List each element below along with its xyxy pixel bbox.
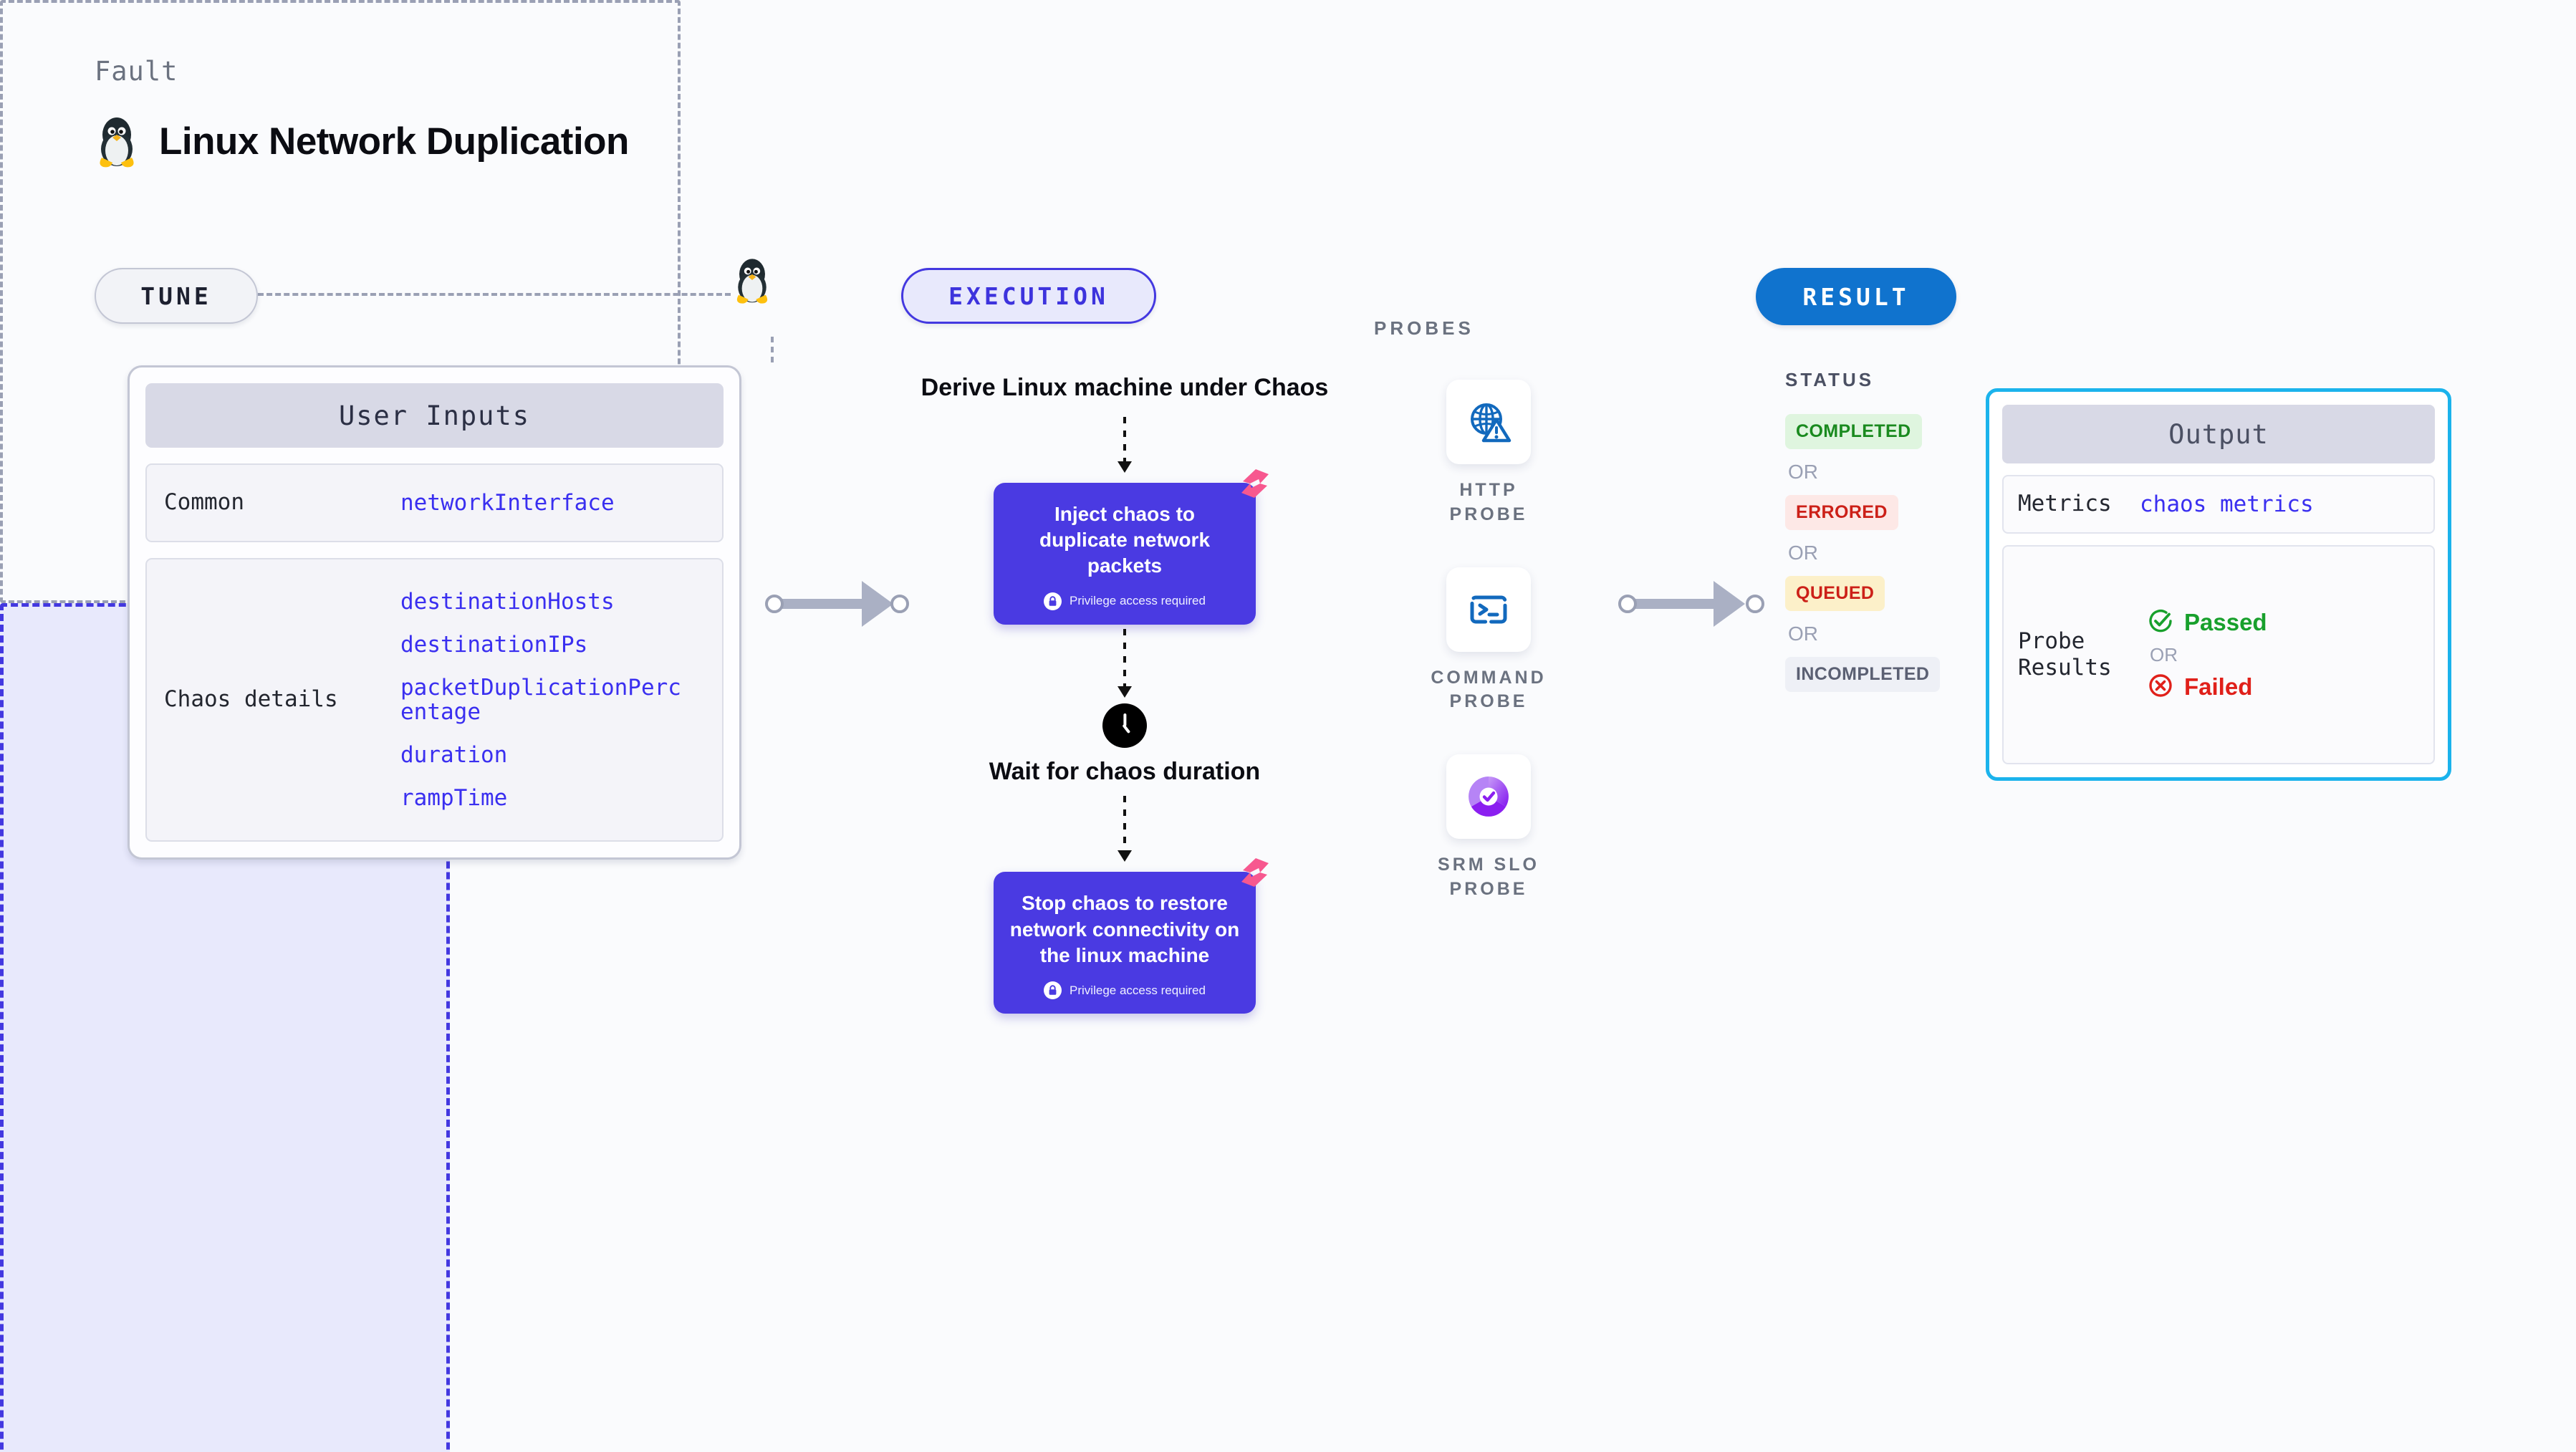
linux-penguin-badge-icon <box>732 255 772 305</box>
input-param[interactable]: rampTime <box>400 785 508 812</box>
passed-label: Passed <box>2184 609 2267 635</box>
input-param[interactable]: destinationIPs <box>400 631 588 658</box>
execution-step-title: Derive Linux machine under Chaos <box>921 374 1329 401</box>
input-param[interactable]: destinationHosts <box>400 588 615 615</box>
input-group-values: networkInterface <box>400 491 615 515</box>
probe-or-label: OR <box>2150 643 2178 665</box>
probe-label: HTTP PROBE <box>1449 480 1528 524</box>
flow-arrow-down-icon <box>1118 628 1132 698</box>
linux-penguin-icon <box>95 113 139 169</box>
status-or-label: OR <box>1788 461 1818 483</box>
page-title-row: Linux Network Duplication <box>95 113 629 169</box>
probe-label: SRM SLO PROBE <box>1438 855 1539 899</box>
clock-icon <box>1102 703 1147 748</box>
input-param[interactable]: duration <box>400 742 508 769</box>
flow-arrow-down-icon <box>1118 796 1132 862</box>
execution-chaos-box[interactable]: Stop chaos to restore network connectivi… <box>994 858 1269 1014</box>
input-group-values: destinationHosts destinationIPs packetDu… <box>400 590 687 811</box>
output-header: Output <box>2002 405 2435 463</box>
status-or-label: OR <box>1788 542 1818 564</box>
probe-item-command[interactable]: COMMAND PROBE <box>1417 567 1560 715</box>
page-title: Linux Network Duplication <box>159 120 629 163</box>
table-row: Chaos details destinationHosts destinati… <box>145 558 724 842</box>
privilege-text: Privilege access required <box>1070 594 1206 608</box>
terminal-icon <box>1446 567 1531 652</box>
status-or-label: OR <box>1788 622 1818 645</box>
failed-label: Failed <box>2184 673 2253 700</box>
result-phase-pill[interactable]: RESULT <box>1756 268 1956 325</box>
probe-result-failed: Failed <box>2147 672 2267 703</box>
status-list: COMPLETED OR ERRORED OR QUEUED OR INCOMP… <box>1785 414 1957 692</box>
chaos-box-text: Inject chaos to duplicate network packet… <box>1039 502 1211 577</box>
lock-icon <box>1044 592 1062 610</box>
probe-results-values: Passed OR Failed <box>2140 607 2267 703</box>
connector-arrow-tune-to-execution <box>776 581 893 627</box>
lock-icon <box>1044 981 1062 1000</box>
tune-top-dashed-connector <box>258 293 731 296</box>
table-row: Metrics chaos metrics <box>2002 475 2435 534</box>
execution-step-title: Wait for chaos duration <box>989 757 1261 785</box>
slo-donut-check-icon <box>1446 754 1531 839</box>
penguin-dashed-stem <box>771 337 774 362</box>
execution-phase-pill[interactable]: EXECUTION <box>901 268 1156 324</box>
input-group-key: Common <box>164 489 244 516</box>
status-badge: INCOMPLETED <box>1785 657 1941 692</box>
user-inputs-header: User Inputs <box>145 383 724 448</box>
table-row: Probe Results Passed OR <box>2002 545 2435 764</box>
flow-arrow-down-icon <box>1118 416 1132 473</box>
status-heading: STATUS <box>1785 369 1875 390</box>
probes-section-label: PROBES <box>1374 317 1474 339</box>
output-metrics-key: Metrics <box>2018 491 2112 517</box>
chaos-box-text: Stop chaos to restore network connectivi… <box>1009 892 1240 966</box>
input-param[interactable]: packetDuplicationPercentage <box>400 674 681 725</box>
probes-list: HTTP PROBE COMMAND PROBE <box>1350 380 1628 902</box>
connector-arrow-probes-to-result <box>1629 581 1745 627</box>
status-badge: QUEUED <box>1785 576 1885 611</box>
connector-node-probes-out <box>1618 595 1637 613</box>
connector-node-execution-in <box>890 595 909 613</box>
probe-item-http[interactable]: HTTP PROBE <box>1417 380 1560 527</box>
privilege-notice: Privilege access required <box>1009 592 1240 610</box>
table-row: Common networkInterface <box>145 463 724 542</box>
privilege-text: Privilege access required <box>1070 983 1206 997</box>
status-badge: ERRORED <box>1785 495 1898 530</box>
output-probe-results-key: Probe Results <box>2018 628 2112 681</box>
chaos-corner-badge-icon <box>1239 467 1272 504</box>
output-card: Output Metrics chaos metrics Probe Resul… <box>1986 388 2451 781</box>
probe-result-passed: Passed <box>2147 607 2267 638</box>
input-param[interactable]: networkInterface <box>400 489 615 516</box>
execution-flow: Derive Linux machine under Chaos Inject … <box>900 372 1350 1014</box>
connector-node-result-in <box>1746 595 1764 613</box>
probe-label: COMMAND PROBE <box>1431 667 1547 712</box>
chaos-corner-badge-icon <box>1239 856 1272 893</box>
probe-item-srm-slo[interactable]: SRM SLO PROBE <box>1417 754 1560 902</box>
close-circle-icon <box>2147 672 2174 703</box>
status-badge: COMPLETED <box>1785 414 1922 449</box>
input-group-key: Chaos details <box>164 686 338 713</box>
check-circle-icon <box>2147 607 2174 638</box>
globe-warning-icon <box>1446 380 1531 464</box>
output-metrics-value[interactable]: chaos metrics <box>2140 491 2314 517</box>
connector-node-tune-out <box>765 595 784 613</box>
privilege-notice: Privilege access required <box>1009 981 1240 1000</box>
execution-chaos-box[interactable]: Inject chaos to duplicate network packet… <box>994 468 1269 625</box>
tune-phase-pill[interactable]: TUNE <box>95 268 258 324</box>
user-inputs-card: User Inputs Common networkInterface Chao… <box>128 365 741 860</box>
fault-eyebrow-label: Fault <box>95 56 178 87</box>
